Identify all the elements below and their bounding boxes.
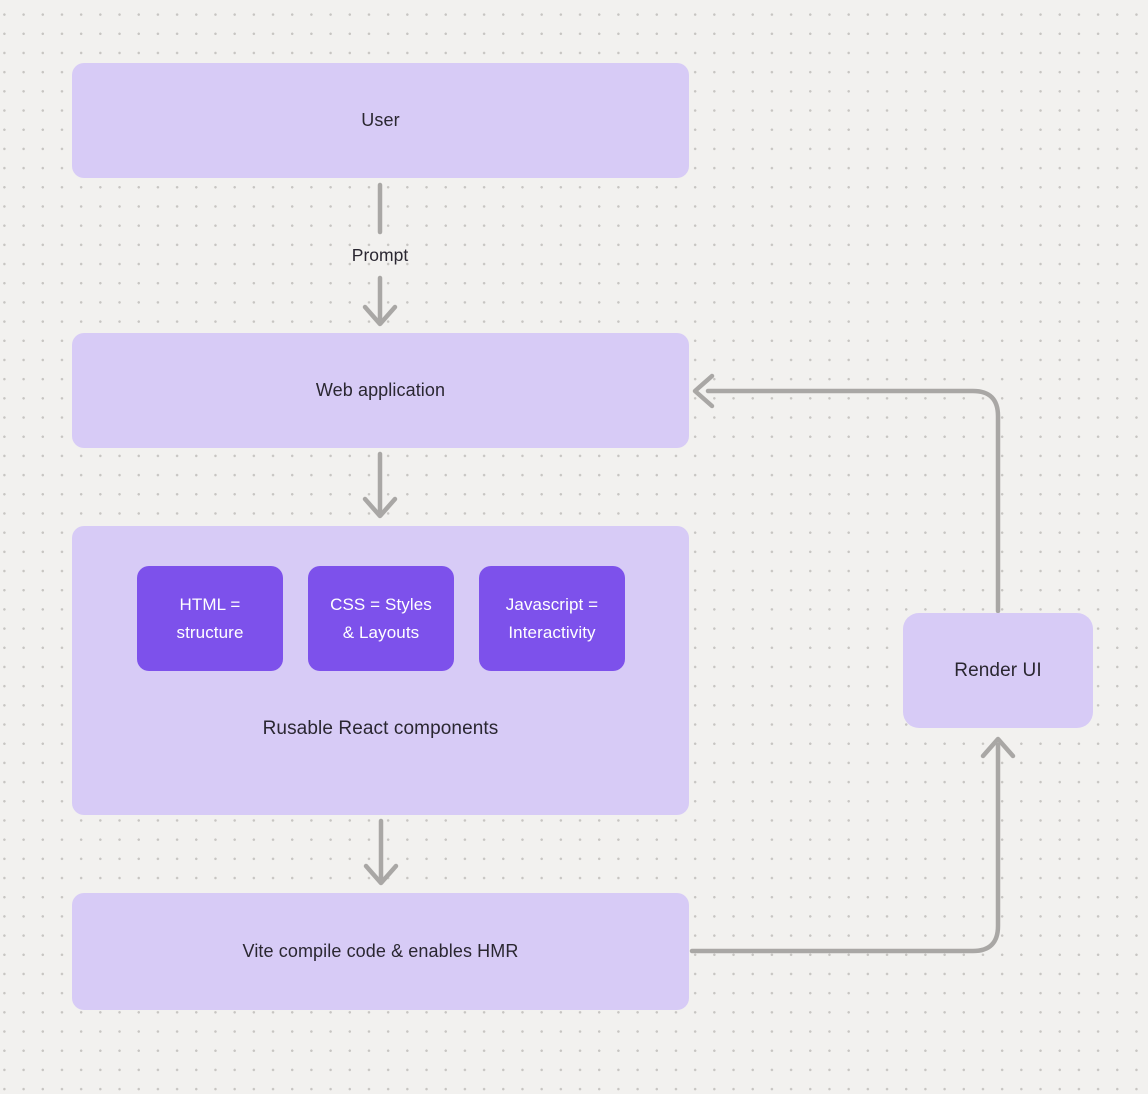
components-row: HTML = structure CSS = Styles & Layouts …	[137, 566, 625, 671]
node-render-ui[interactable]: Render UI	[903, 613, 1093, 728]
node-user-label: User	[361, 110, 400, 130]
node-css-label: CSS = Styles & Layouts	[330, 594, 432, 642]
node-web-application-label: Web application	[315, 380, 446, 400]
node-components-group[interactable]: HTML = structure CSS = Styles & Layouts …	[72, 526, 689, 815]
arrow-render-ui-to-web	[692, 373, 1001, 614]
node-render-ui-label: Render UI	[954, 659, 1042, 681]
node-html-label: HTML = structure	[176, 594, 244, 642]
arrow-vite-to-render-ui	[689, 736, 1016, 954]
components-group-caption: Rusable React components	[262, 718, 499, 739]
edge-label-prompt: Prompt	[351, 245, 409, 265]
node-html[interactable]: HTML = structure	[137, 566, 283, 671]
node-web-application[interactable]: Web application	[72, 333, 689, 448]
arrow-web-to-components	[362, 451, 398, 519]
node-javascript-label: Javascript = Interactivity	[505, 594, 599, 642]
node-javascript[interactable]: Javascript = Interactivity	[479, 566, 625, 671]
node-css[interactable]: CSS = Styles & Layouts	[308, 566, 454, 671]
node-vite[interactable]: Vite compile code & enables HMR	[72, 893, 689, 1010]
node-user[interactable]: User	[72, 63, 689, 178]
node-vite-label: Vite compile code & enables HMR	[242, 941, 519, 961]
arrow-components-to-vite	[363, 818, 399, 886]
